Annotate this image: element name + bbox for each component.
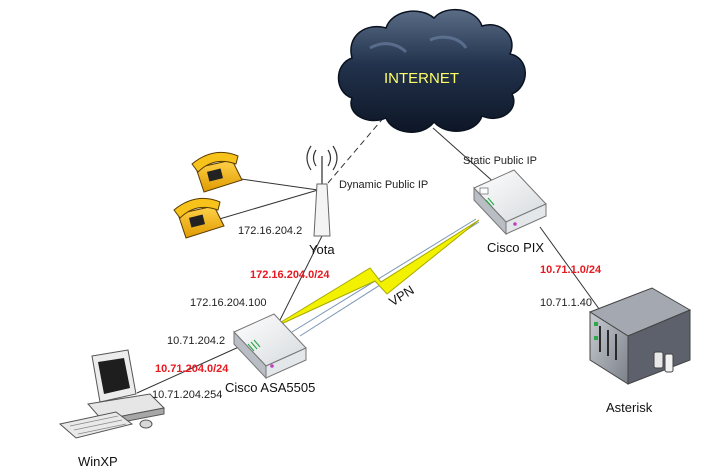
yota-antenna-icon (306, 145, 338, 237)
pix-asterisk-link (539, 226, 603, 314)
phone1-yota-link (233, 177, 319, 191)
asa-winxp-network-label: 10.71.204.0/24 (155, 363, 229, 375)
cisco-asa5505-label: Cisco ASA5505 (225, 380, 315, 395)
asa-winxp-link (136, 345, 242, 394)
yota-label: Yota (309, 242, 335, 257)
asterisk-server-icon (588, 287, 692, 385)
pix-asterisk-network-label: 10.71.1.0/24 (540, 264, 602, 276)
telephone-1-icon (191, 151, 243, 193)
connection-lines (136, 115, 603, 394)
dynamic-public-ip-label: Dynamic Public IP (339, 179, 428, 191)
asa-outside-ip-label: 172.16.204.100 (190, 297, 266, 309)
winxp-label: WinXP (78, 454, 118, 469)
winxp-ip-label: 10.71.204.254 (152, 389, 222, 401)
cisco-pix-router-icon (473, 169, 547, 236)
cisco-pix-label: Cisco PIX (487, 240, 544, 255)
internet-cloud-icon (337, 8, 526, 133)
yota-inner-ip-label: 172.16.204.2 (238, 225, 302, 237)
yota-asa-network-label: 172.16.204.0/24 (250, 269, 330, 281)
telephone-2-icon (173, 197, 225, 239)
internet-label: INTERNET (384, 70, 459, 87)
pix-internet-link (432, 127, 498, 186)
winxp-computer-icon (58, 349, 166, 439)
cisco-asa5505-router-icon (233, 313, 307, 380)
yota-asa-link (274, 235, 323, 331)
static-public-ip-label: Static Public IP (463, 155, 537, 167)
phone2-yota-link (215, 189, 319, 221)
tunnel-line-bottom (291, 218, 477, 333)
asterisk-label: Asterisk (606, 400, 653, 415)
asa-inside-ip-label: 10.71.204.2 (167, 335, 225, 347)
vpn-lightning-icon (267, 219, 480, 331)
yota-internet-link (327, 115, 386, 184)
asterisk-ip-label: 10.71.1.40 (540, 297, 592, 309)
